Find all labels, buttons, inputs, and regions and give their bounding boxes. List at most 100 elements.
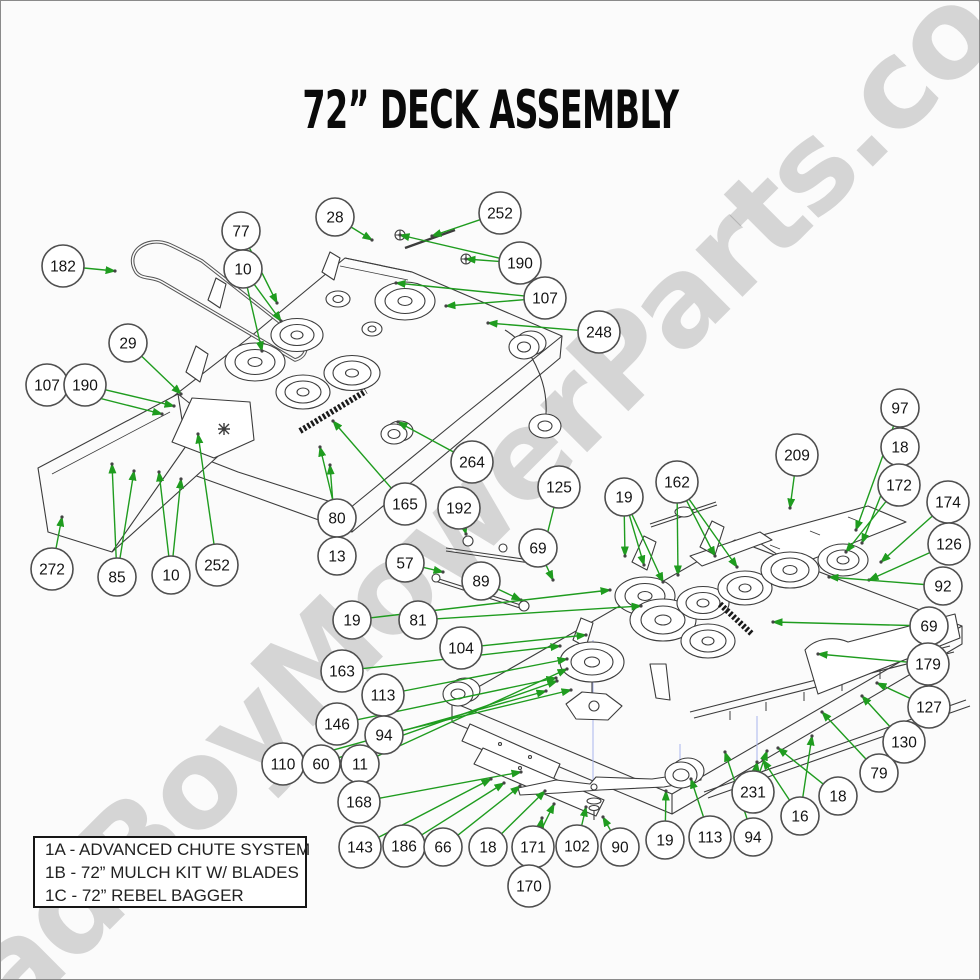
leader-line (421, 782, 506, 836)
page-title: 72” DECK ASSEMBLY (301, 80, 679, 141)
leader-line (457, 785, 522, 836)
svg-text:60: 60 (312, 757, 330, 774)
legend-item-1b: 1B - 72” MULCH KIT W/ BLADES (45, 862, 299, 882)
svg-text:264: 264 (459, 455, 485, 472)
svg-text:57: 57 (396, 556, 413, 573)
leader-line (827, 573, 925, 586)
title-area: 72” DECK ASSEMBLY (0, 80, 980, 141)
svg-text:179: 179 (915, 657, 941, 674)
callout-113: 113 (361, 673, 405, 717)
callout-110: 110 (261, 742, 305, 786)
part-fastener-dot (661, 580, 665, 584)
leader-line (776, 747, 824, 785)
part-fastener-dot (160, 412, 164, 416)
callout-190: 190 (63, 363, 107, 407)
svg-text:252: 252 (204, 558, 230, 575)
part-fastener-dot (771, 620, 775, 624)
leader-line (486, 319, 579, 331)
callout-163: 163 (320, 649, 364, 693)
leader-line (879, 515, 933, 564)
leader-line (403, 656, 569, 692)
leader-line (628, 515, 646, 567)
part-fastener-dot (860, 541, 864, 545)
leader-line (172, 477, 184, 557)
part-fastener-dot (464, 532, 468, 536)
part-fastener-dot (584, 805, 588, 809)
svg-text:94: 94 (375, 728, 393, 745)
part-fastener-dot (552, 802, 556, 806)
part-fastener-dot (196, 432, 200, 436)
part-fastener-dot (551, 578, 555, 582)
legend-item-1c: 1C - 72” REBEL BAGGER (45, 885, 244, 905)
callout-231: 231 (731, 770, 775, 814)
callout-10: 10 (223, 249, 263, 289)
part-fastener-dot (441, 570, 445, 574)
leader-line (620, 515, 629, 558)
leader-line (690, 777, 705, 818)
leader-line (541, 802, 555, 829)
svg-text:110: 110 (271, 757, 296, 774)
part-fastener-dot (179, 392, 183, 396)
svg-text:29: 29 (119, 336, 136, 353)
callout-186: 186 (382, 824, 426, 868)
part-fastener-dot (370, 238, 374, 242)
part-fastener-dot (664, 789, 668, 793)
svg-text:97: 97 (891, 401, 908, 418)
part-fastener-dot (489, 777, 493, 781)
part-fastener-dot (486, 321, 490, 325)
leader-line (396, 421, 454, 453)
leader-line (688, 498, 738, 569)
part-fastener-dot (788, 506, 792, 510)
part-fastener-dot (396, 420, 400, 424)
callout-172: 172 (877, 463, 921, 507)
callout-170: 170 (507, 864, 551, 908)
svg-text:89: 89 (472, 574, 489, 591)
svg-text:18: 18 (479, 840, 496, 857)
leader-line (119, 469, 137, 559)
callout-19: 19 (604, 477, 644, 517)
leader-line (377, 668, 569, 757)
legend-item-1a: 1A - ADVANCED CHUTE SYSTEM (45, 839, 311, 859)
part-fastener-dot (444, 304, 448, 308)
svg-text:209: 209 (784, 448, 810, 465)
callout-11: 11 (340, 744, 380, 784)
part-fastener-dot (765, 749, 769, 753)
svg-text:10: 10 (234, 262, 252, 279)
callout-102: 102 (555, 824, 599, 868)
svg-text:170: 170 (516, 879, 542, 896)
leader-line (545, 564, 554, 582)
svg-text:77: 77 (232, 224, 249, 241)
leader-line (497, 588, 523, 601)
leader-line (787, 475, 796, 510)
callout-272: 272 (30, 547, 74, 591)
part-fastener-dot (584, 633, 588, 637)
callout-125: 125 (537, 465, 581, 509)
svg-text:190: 190 (72, 378, 98, 395)
svg-text:80: 80 (328, 511, 346, 528)
part-fastener-dot (502, 781, 506, 785)
part-fastener-dot (110, 462, 114, 466)
leader-line (444, 299, 525, 310)
callout-18: 18 (818, 776, 858, 816)
part-fastener-dot (172, 404, 176, 408)
leader-line (423, 565, 445, 574)
leader-line (195, 432, 215, 545)
leader-line (318, 445, 334, 500)
callout-179: 179 (906, 642, 950, 686)
callout-81: 81 (398, 600, 438, 640)
callout-209: 209 (775, 433, 819, 477)
callout-171: 171 (511, 825, 555, 869)
svg-text:107: 107 (532, 291, 558, 308)
leader-line (303, 689, 548, 760)
leader-line (141, 355, 183, 396)
svg-text:192: 192 (446, 501, 472, 518)
svg-text:248: 248 (586, 325, 612, 342)
callout-89: 89 (461, 561, 501, 601)
svg-text:146: 146 (324, 717, 350, 734)
callout-13: 13 (317, 536, 357, 576)
part-fastener-dot (430, 234, 434, 238)
part-fastener-dot (820, 710, 824, 714)
leader-line (253, 283, 282, 323)
part-fastener-dot (113, 269, 117, 273)
part-fastener-dot (827, 575, 831, 579)
